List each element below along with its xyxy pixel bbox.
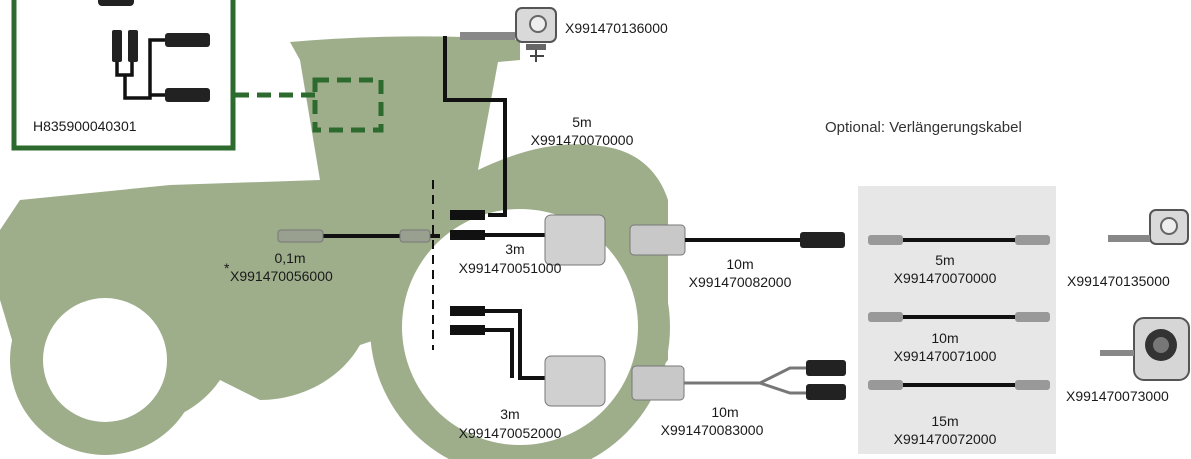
- adapter-top-shape: [98, 0, 134, 6]
- optional-title: Optional: Verlängerungskabel: [825, 119, 1022, 136]
- c3b-len: 3m: [500, 406, 520, 422]
- cam-round-part: X991470073000: [1066, 388, 1169, 404]
- adapter-connector-icon: [112, 30, 210, 102]
- cable-5m-part: X991470070000: [530, 132, 634, 148]
- c10a-part: X991470082000: [688, 274, 792, 290]
- row-lower: [450, 306, 846, 407]
- opt15-len: 15m: [931, 413, 959, 429]
- opt10-part: X991470071000: [893, 348, 997, 364]
- adapter-frame: [11, 0, 236, 151]
- c10a-len: 10m: [726, 256, 754, 272]
- adapter-cable: [115, 38, 165, 100]
- opt5-part: X991470070000: [893, 270, 997, 286]
- c01-star: *: [224, 260, 230, 276]
- front-wheel: [10, 265, 200, 455]
- camera-top-icon: [515, 7, 557, 62]
- c01-len: 0,1m: [274, 250, 306, 266]
- c3a-part: X991470051000: [458, 260, 562, 276]
- c10b-len: 10m: [711, 404, 739, 420]
- connector-top-icon: [460, 32, 515, 40]
- opt10-len: 10m: [931, 330, 959, 346]
- cable-5m-len: 5m: [572, 114, 592, 130]
- cable-top: [443, 36, 507, 217]
- opt5-len: 5m: [935, 252, 955, 268]
- dashed-link: [235, 77, 384, 133]
- camera-round-icon: [1100, 317, 1190, 381]
- c3b-part: X991470052000: [458, 425, 562, 441]
- row-upper: [277, 210, 845, 266]
- c01-part: X991470056000: [230, 268, 333, 284]
- cam-top-part: X991470136000: [565, 20, 668, 36]
- opt15-part: X991470072000: [893, 431, 997, 447]
- adapter-part: H835900040301: [33, 118, 137, 134]
- c10b-part: X991470083000: [660, 422, 764, 438]
- cam-right-part: X991470135000: [1067, 273, 1170, 289]
- optional-cables: [868, 235, 1050, 390]
- camera-right-icon: [1108, 209, 1189, 245]
- c3a-len: 3m: [505, 241, 525, 257]
